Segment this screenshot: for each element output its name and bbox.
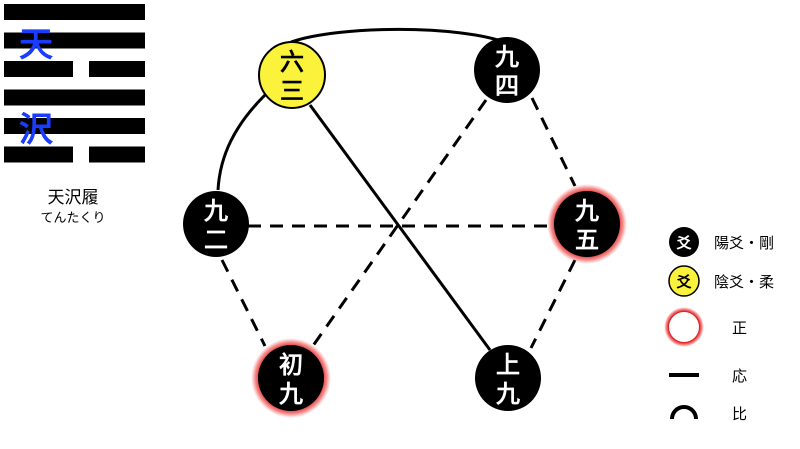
node-rokusan-bottom: 三 — [280, 76, 304, 105]
legend-resonance: 応 — [669, 367, 747, 385]
node-shokyu-bottom: 九 — [278, 379, 303, 408]
legend: 爻 陽爻・剛 爻 陰爻・柔 正 応 比 — [664, 227, 774, 423]
node-kyuji-circle — [183, 191, 249, 257]
node-shokyu-top: 初 — [279, 350, 303, 379]
hexagram-lines — [4, 4, 145, 163]
node-jokyu-bottom: 九 — [495, 379, 520, 408]
node-kyushi-top: 九 — [494, 42, 519, 71]
resonance-line-rokusan-jokyu — [308, 104, 492, 351]
hexagram-reading: てんたくり — [40, 211, 105, 226]
legend-yin: 爻 陰爻・柔 — [668, 265, 774, 297]
legend-yin-symbol: 爻 — [675, 273, 692, 291]
legend-yang-label: 陽爻・剛 — [714, 234, 774, 252]
node-rokusan: 六 三 — [258, 41, 326, 109]
legend-yang-symbol: 爻 — [675, 234, 692, 252]
hexagram-yang-line-1 — [4, 4, 145, 20]
hexagram-yang-line-4 — [4, 89, 145, 106]
dashed-line-kyushi-shokyu — [308, 99, 488, 351]
hexagram-yin-line-right-3 — [89, 61, 145, 77]
node-shokyu: 初 九 — [251, 338, 331, 418]
node-jokyu-top: 上 — [496, 350, 520, 379]
node-kyushi-bottom: 四 — [495, 71, 519, 100]
hexagram-yin-line-right-6 — [89, 146, 145, 163]
node-kyuji-bottom: 二 — [204, 225, 228, 254]
legend-correct-swatch — [669, 312, 699, 342]
node-rokusan-top: 六 — [280, 47, 304, 76]
node-kyuji-top: 九 — [203, 196, 228, 225]
node-kyugo-bottom: 五 — [575, 225, 599, 254]
hexagram-yang-line-2 — [4, 32, 145, 49]
legend-adjacent: 比 — [670, 405, 747, 423]
legend-yang: 爻 陽爻・剛 — [669, 227, 774, 257]
node-kyugo: 九 五 — [547, 184, 627, 264]
node-rokusan-circle — [258, 41, 326, 109]
node-kyugo-top: 九 — [574, 196, 599, 225]
legend-yin-swatch — [668, 265, 700, 297]
hexagram-name: 天沢履 — [48, 188, 99, 208]
hexagram-yang-line-5 — [4, 118, 145, 134]
hexagram-figure: 天 沢 — [4, 4, 145, 163]
legend-yang-swatch — [669, 227, 699, 257]
legend-correct: 正 — [664, 307, 747, 347]
legend-resonance-label: 応 — [732, 367, 747, 385]
upper-trigram-char: 天 — [19, 25, 53, 65]
adjacent-arc-rokusan-kyushi — [290, 27, 508, 45]
adjacent-arc-rokusan-kyuji — [216, 93, 267, 191]
legend-adjacent-label: 比 — [732, 405, 747, 423]
legend-adjacent-swatch — [670, 405, 698, 420]
hexagram-yin-line-left-3 — [4, 61, 73, 77]
node-shokyu-circle — [258, 345, 324, 411]
dashed-line-kyuji-shokyu — [220, 259, 267, 347]
node-kyushi: 九 四 — [474, 37, 540, 103]
node-kyugo-circle — [554, 191, 620, 257]
lower-trigram-char: 沢 — [19, 110, 54, 150]
node-kyuji: 九 二 — [183, 191, 249, 257]
node-jokyu: 上 九 — [475, 345, 541, 411]
hexagram-yin-line-left-6 — [4, 146, 73, 163]
legend-correct-label: 正 — [732, 319, 747, 337]
dashed-line-kyugo-jokyu — [529, 259, 577, 349]
legend-yin-label: 陰爻・柔 — [714, 273, 774, 291]
node-kyushi-circle — [474, 37, 540, 103]
connections — [216, 27, 577, 351]
node-jokyu-circle — [475, 345, 541, 411]
dashed-line-kyushi-kyugo — [530, 97, 577, 187]
